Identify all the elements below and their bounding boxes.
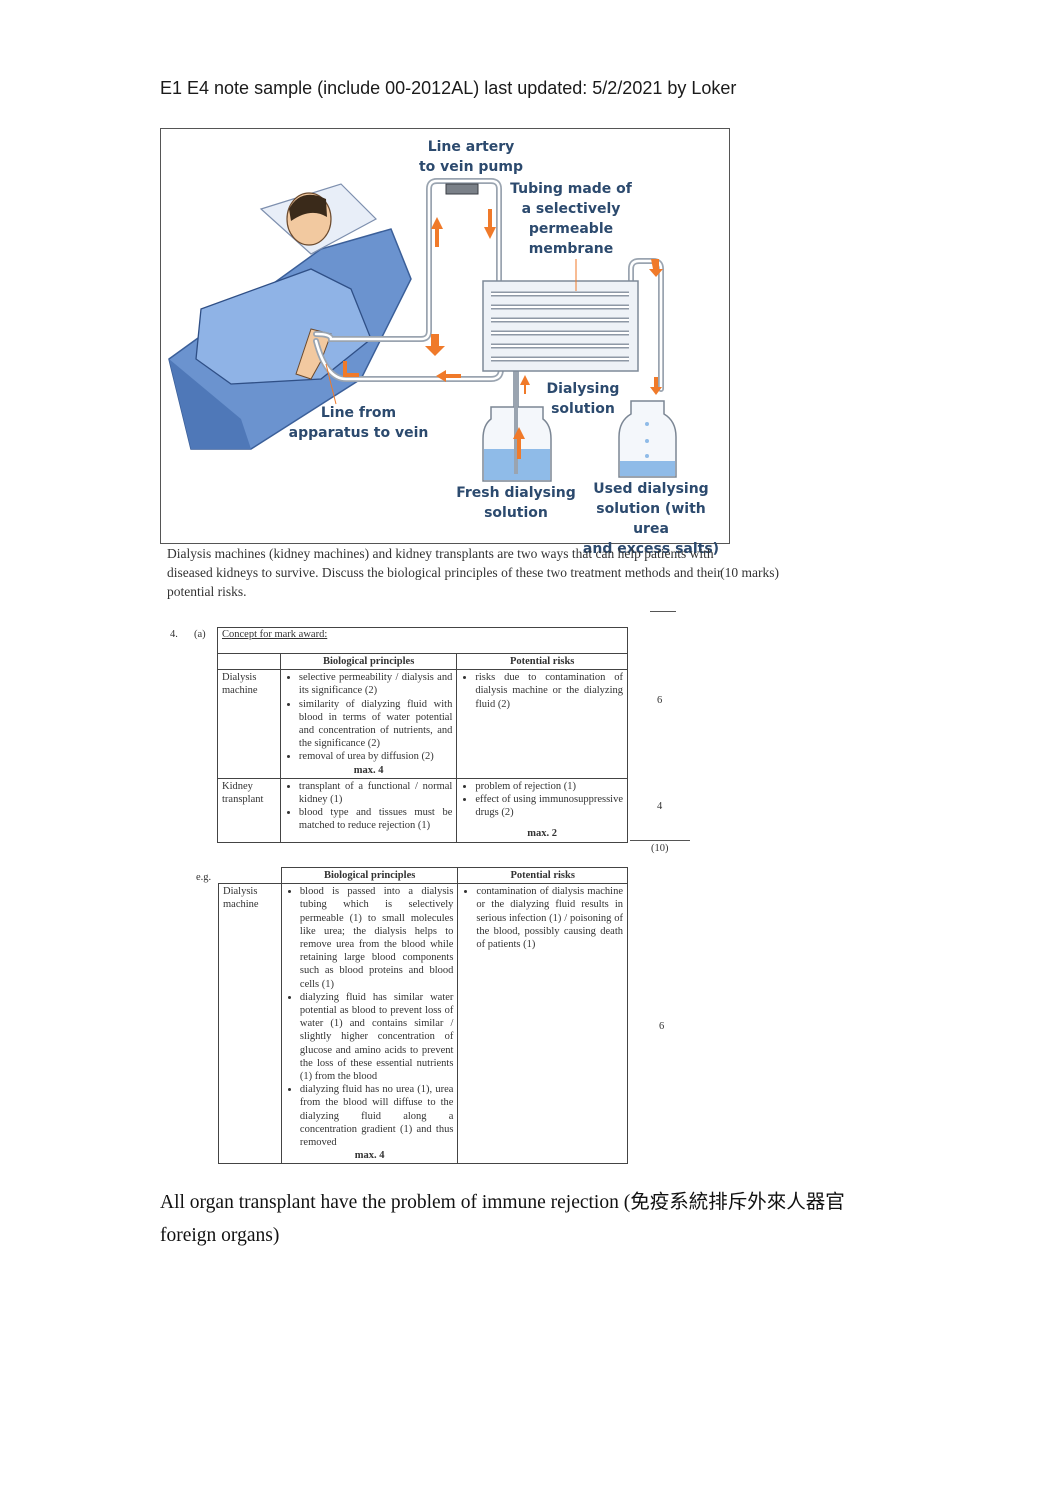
list-item: problem of rejection (1) — [475, 780, 623, 793]
mark-dialysis: 6 — [657, 695, 663, 706]
page-header: E1 E4 note sample (include 00-2012AL) la… — [160, 78, 737, 98]
vein-pump — [445, 183, 479, 195]
total-rule — [630, 840, 690, 841]
list-item: contamination of dialysis machine or the… — [476, 885, 623, 951]
label-line-artery: Line artery to vein pump — [418, 139, 524, 175]
table-row: Dialysis machine blood is passed into a … — [218, 883, 628, 1165]
list-item: blood type and tissues must be matched t… — [299, 806, 452, 832]
total-mark: (10) — [651, 843, 669, 854]
example-label: e.g. — [196, 872, 212, 883]
list-item: selective permeability / dialysis and it… — [299, 671, 452, 697]
row-label: Dialysis machine — [218, 883, 282, 1165]
header-principles: Biological principles — [279, 652, 458, 671]
footer-note: All organ transplant have the problem of… — [160, 1192, 845, 1246]
list-item: transplant of a functional / normal kidn… — [299, 780, 452, 806]
label-tubing: Tubing made of a selectively permeable m… — [510, 181, 632, 257]
max-marks: max. 4 — [353, 764, 384, 776]
flow-arrows — [343, 209, 663, 459]
list-item: dialyzing fluid has similar water potent… — [300, 991, 454, 1083]
question-block: Dialysis machines (kidney machines) and … — [167, 544, 779, 601]
row-label: Dialysis machine — [217, 669, 281, 779]
header-risks: Potential risks — [457, 866, 628, 885]
list-item: risks due to contamination of dialysis m… — [475, 671, 623, 711]
label-dialysing-solution: Dialysing solution — [546, 381, 620, 417]
max-marks: max. 2 — [527, 828, 558, 840]
question-marks: (10 marks) — [720, 565, 779, 580]
part-label: (a) — [194, 629, 206, 640]
example-table: Biological principles Potential risks Di… — [218, 866, 628, 1165]
header-risks: Potential risks — [456, 652, 628, 671]
mark-transplant: 4 — [657, 801, 663, 812]
row-label: Kidney transplant — [217, 777, 281, 843]
max-marks: max. 4 — [354, 1150, 385, 1162]
list-item: similarity of dialyzing fluid with blood… — [299, 698, 452, 751]
concept-heading: Concept for mark award: — [222, 629, 328, 640]
header-principles: Biological principles — [280, 866, 459, 885]
divider — [650, 611, 676, 612]
table-row: Kidney transplant transplant of a functi… — [217, 777, 628, 843]
question-text: Dialysis machines (kidney machines) and … — [167, 546, 722, 599]
list-item: removal of urea by diffusion (2) — [299, 750, 452, 763]
dialysis-diagram: Line artery to vein pump Tubing made of … — [160, 128, 730, 557]
patient-body — [195, 268, 372, 385]
label-line-from: Line from apparatus to vein — [288, 405, 429, 441]
used-dialysing-bottle — [618, 400, 677, 478]
question-number: 4. — [170, 629, 178, 640]
table-row: Dialysis machine selective permeability … — [217, 669, 628, 779]
list-item: effect of using immunosuppressive drugs … — [475, 793, 623, 819]
label-fresh-solution: Fresh dialysing solution — [456, 485, 576, 521]
leader-lines — [325, 259, 577, 405]
dialyser-unit — [482, 280, 639, 372]
mark-example: 6 — [659, 1021, 665, 1032]
label-used-solution: Used dialysing solution (with urea and e… — [582, 481, 720, 557]
list-item: blood is passed into a dialysis tubing w… — [300, 885, 454, 991]
list-item: dialyzing fluid has no urea (1), urea fr… — [300, 1083, 454, 1149]
marking-table: Biological principles Potential risks Di… — [217, 652, 628, 843]
dialysis-illustration — [168, 178, 677, 482]
